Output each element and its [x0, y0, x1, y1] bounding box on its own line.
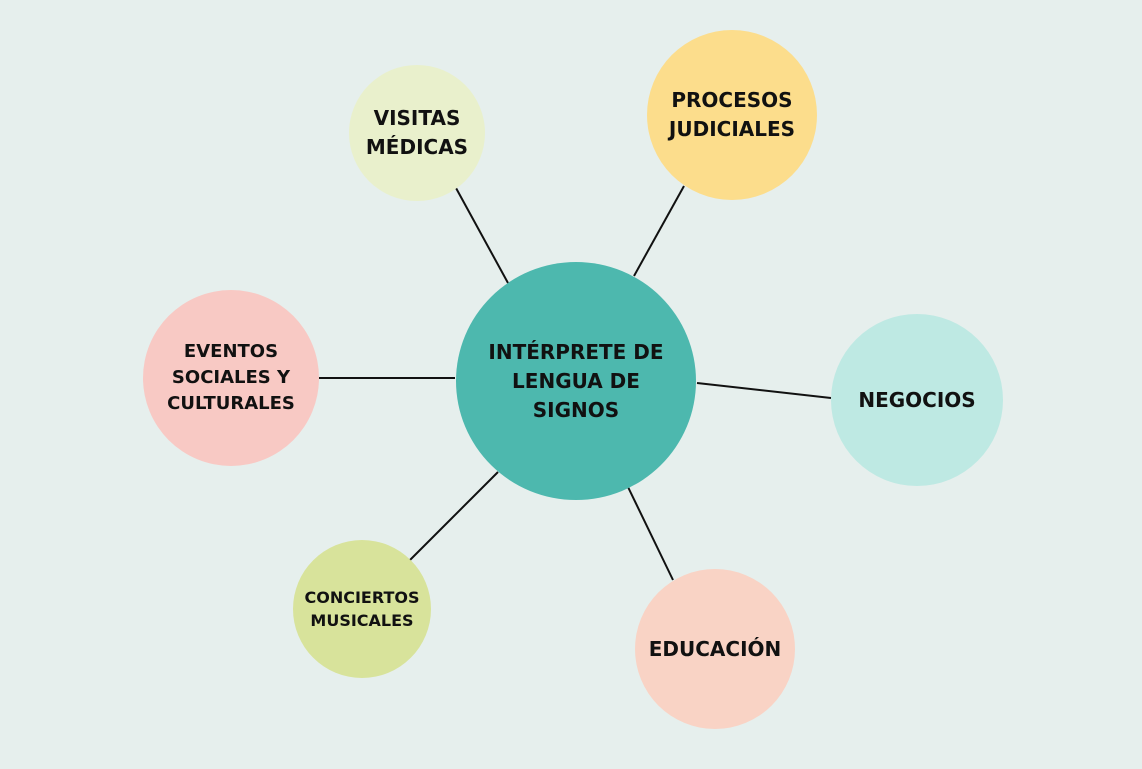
node-label: CONCIERTOS MUSICALES	[304, 587, 420, 630]
node-label: NEGOCIOS	[858, 387, 976, 412]
link-procesos	[633, 185, 685, 277]
node-label: PROCESOS JUDICIALES	[668, 88, 796, 141]
center-node: INTÉRPRETE DE LENGUA DE SIGNOS	[456, 262, 696, 500]
node-eventos-sociales: EVENTOS SOCIALES Y CULTURALES	[143, 290, 319, 466]
node-label: VISITAS MÉDICAS	[365, 106, 469, 159]
node-procesos-judiciales: PROCESOS JUDICIALES	[647, 30, 817, 200]
link-conciertos	[409, 471, 499, 561]
link-visitas	[455, 187, 509, 284]
center-label: INTÉRPRETE DE LENGUA DE SIGNOS	[488, 339, 664, 422]
link-educacion	[627, 486, 674, 581]
link-negocios	[696, 382, 832, 399]
node-visitas-medicas: VISITAS MÉDICAS	[349, 65, 485, 201]
node-negocios: NEGOCIOS	[831, 314, 1003, 486]
node-educacion: EDUCACIÓN	[635, 569, 795, 729]
node-label: EDUCACIÓN	[648, 636, 782, 661]
node-conciertos-musicales: CONCIERTOS MUSICALES	[293, 540, 431, 678]
node-label: EVENTOS SOCIALES Y CULTURALES	[167, 340, 295, 415]
